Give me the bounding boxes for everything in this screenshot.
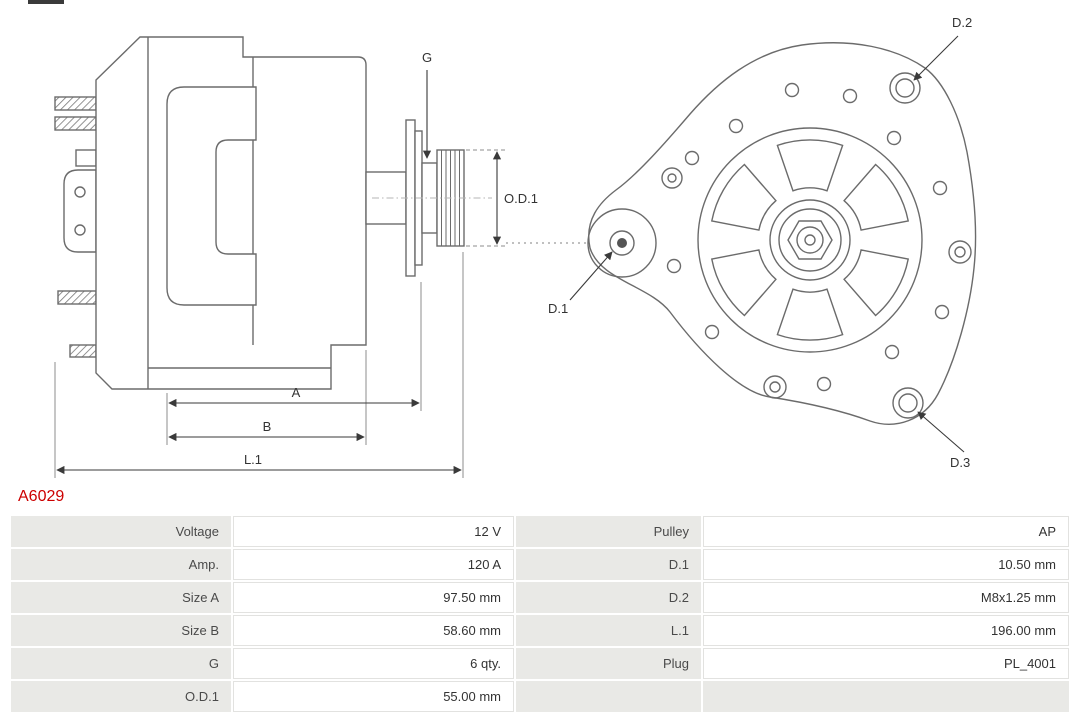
side-view-drawing: G O.D.1 A B L.1 (54, 36, 540, 478)
alternator-rear-outline (587, 42, 977, 425)
dim-label-l1: L.1 (244, 452, 262, 467)
table-row: O.D.1 55.00 mm (11, 681, 1069, 712)
screen-artifact (28, 0, 64, 5)
dimension-lines (56, 70, 502, 475)
dim-label-d3: D.3 (950, 455, 970, 470)
spec-label: Pulley (516, 516, 701, 547)
spec-label: G (11, 648, 231, 679)
part-number: A6029 (18, 488, 65, 505)
dim-label-d1: D.1 (548, 301, 568, 316)
spec-label: D.2 (516, 582, 701, 613)
spec-value-empty (703, 681, 1069, 712)
table-row: Voltage 12 V Pulley AP (11, 516, 1069, 547)
technical-drawings: G O.D.1 A B L.1 (54, 15, 977, 478)
spec-value: M8x1.25 mm (703, 582, 1069, 613)
spec-label: D.1 (516, 549, 701, 580)
dim-label-d2: D.2 (952, 15, 972, 30)
dim-label-od1: O.D.1 (504, 191, 538, 206)
table-row: G 6 qty. Plug PL_4001 (11, 648, 1069, 679)
spec-label: Voltage (11, 516, 231, 547)
spec-label: O.D.1 (11, 681, 231, 712)
spec-value: 58.60 mm (233, 615, 514, 646)
spec-label: Size B (11, 615, 231, 646)
table-row: Size A 97.50 mm D.2 M8x1.25 mm (11, 582, 1069, 613)
spec-value: 97.50 mm (233, 582, 514, 613)
rear-view-drawing: D.2 D.1 D.3 (542, 15, 977, 470)
table-row: Amp. 120 A D.1 10.50 mm (11, 549, 1069, 580)
spec-value: 12 V (233, 516, 514, 547)
spec-value: 6 qty. (233, 648, 514, 679)
leader-lines (569, 35, 965, 453)
table-row: Size B 58.60 mm L.1 196.00 mm (11, 615, 1069, 646)
dim-label-b: B (263, 419, 272, 434)
spec-value: 196.00 mm (703, 615, 1069, 646)
spec-label: Plug (516, 648, 701, 679)
spec-label-empty (516, 681, 701, 712)
dim-label-a: A (292, 385, 301, 400)
spec-label: L.1 (516, 615, 701, 646)
dim-label-g: G (422, 50, 432, 65)
spec-value: PL_4001 (703, 648, 1069, 679)
spec-value: AP (703, 516, 1069, 547)
spec-label: Amp. (11, 549, 231, 580)
spec-value: 55.00 mm (233, 681, 514, 712)
extension-lines (54, 149, 506, 478)
spec-table: Voltage 12 V Pulley AP Amp. 120 A D.1 10… (9, 514, 1071, 714)
spec-value: 120 A (233, 549, 514, 580)
spec-value: 10.50 mm (703, 549, 1069, 580)
alternator-body-outline (54, 36, 465, 390)
spec-label: Size A (11, 582, 231, 613)
